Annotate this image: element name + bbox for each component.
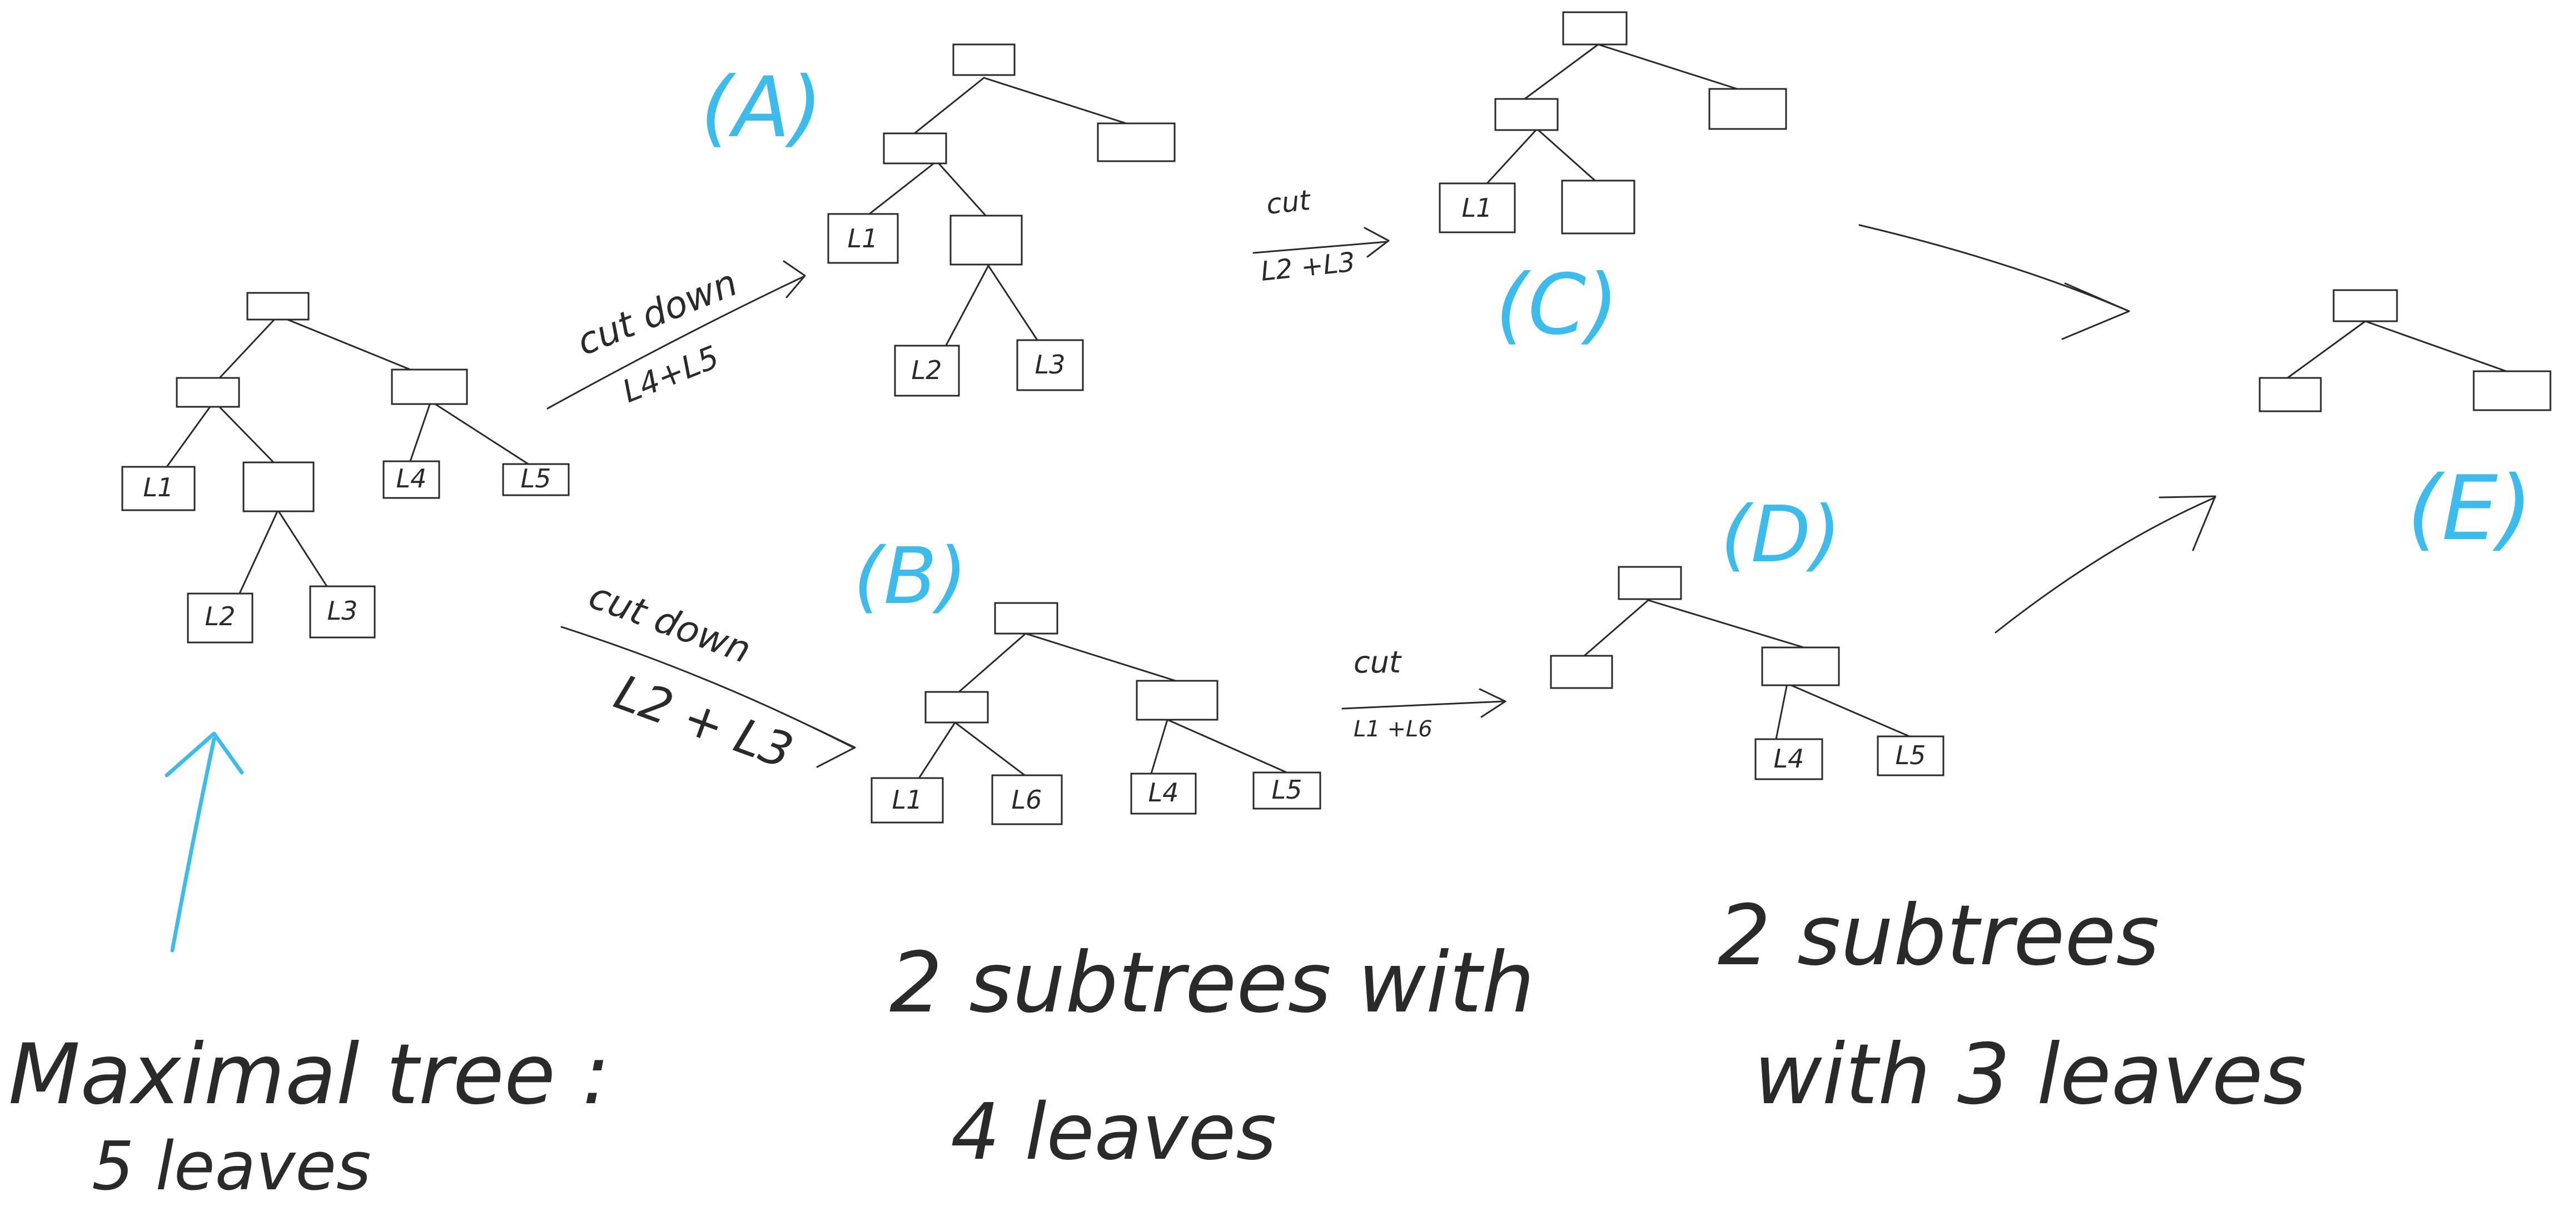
cut-label-c-line2: L2 +L3 [1259,246,1356,287]
tree-node [1550,655,1613,689]
leaf-label: L3 [327,596,358,626]
tree-a: L1 L2 L3 [827,43,1176,397]
tree-leaf [502,463,570,496]
cut-label-b-line2: L2 + L3 [608,665,800,780]
tree-label-b: (B) [853,531,967,622]
tree-b: L1 L6 L4 L5 [871,602,1321,825]
tree-leaf [991,774,1063,825]
cut-label-d-line2: L1 +L6 [1354,716,1433,742]
arrow-to-a [546,260,806,410]
cut-label-d-line1: cut [1354,645,1402,680]
tree-node-root [994,602,1058,635]
tree-node [1761,646,1840,686]
tree-node-root [1618,566,1682,600]
leaf-label: L5 [1272,775,1302,805]
tree-node [1561,180,1635,235]
maximal-tree: L1 L4 L5 L2 L3 [121,292,570,644]
tree-node-root [952,43,1016,76]
leaf-label: L3 [1035,350,1066,380]
tree-leaf [1754,738,1823,780]
tree-leaf [1016,339,1084,391]
tree-e [2259,289,2552,412]
note-three-line2: with 3 leaves [1754,1026,2306,1123]
tree-node [1708,88,1787,130]
tree-node [883,132,947,165]
leaf-label: L1 [848,223,878,253]
tree-leaf [827,213,899,264]
cut-label-b-line1: cut down [584,574,757,672]
tree-leaf [871,777,944,824]
tree-leaf [894,345,960,397]
note-maximal-line1: Maximal tree : [8,1026,610,1123]
tree-node [2259,377,2322,412]
leaf-label: L6 [1012,785,1042,815]
tree-leaf [309,585,376,639]
tree-label-d: (D) [1720,490,1841,580]
tree-leaf [1877,735,1945,776]
tree-node-root [2333,289,2398,322]
arrow-to-d [1341,688,1506,718]
tree-node [949,215,1023,266]
tree-node [1097,122,1176,162]
leaf-label: L4 [1148,778,1179,808]
tree-leaf [187,592,253,644]
tree-node [242,461,315,512]
leaf-label: L2 [912,355,942,385]
tree-d: L4 L5 [1550,566,1945,780]
tree-leaf [382,460,440,499]
up-arrow-icon [165,731,244,953]
tree-node [391,368,468,405]
leaf-label: L1 [892,785,923,815]
cut-label-c-line1: cut [1265,184,1313,221]
leaf-label: L1 [1462,193,1493,223]
arrow-to-b [560,626,856,768]
note-four-line2: 4 leaves [951,1087,1276,1178]
tree-node-root [1562,11,1628,46]
tree-node [924,691,989,724]
tree-node [176,377,240,408]
leaf-label: L4 [396,464,427,494]
tree-node [1136,680,1219,721]
tree-node [1494,98,1559,131]
tree-label-a: (A) [700,59,823,156]
tree-leaf [121,466,196,511]
leaf-label: L5 [1896,740,1926,770]
note-three-line1: 2 subtrees [1718,888,2160,984]
note-four-line1: 2 subtrees with [889,935,1535,1031]
leaf-label: L4 [1774,744,1804,774]
tree-leaf [1130,773,1197,815]
tree-label-e: (E) [2407,456,2533,560]
leaf-label: L2 [205,601,236,631]
arrow-c-to-e [1858,224,2130,340]
note-maximal-line2: 5 leaves [92,1128,371,1205]
leaf-label: L5 [521,464,551,494]
tree-leaf [1439,182,1516,233]
cut-label-a-line2: L4+L5 [618,339,724,410]
tree-label-c: (C) [1495,257,1619,353]
tree-c: L1 [1439,11,1787,235]
tree-leaf [1252,771,1321,810]
tree-node [2473,370,2552,411]
tree-node-root [246,292,310,321]
leaf-label: L1 [143,472,174,502]
arrow-to-c [1252,227,1390,258]
cut-label-a-line1: cut down [571,261,743,364]
arrow-d-to-e [1995,495,2216,634]
